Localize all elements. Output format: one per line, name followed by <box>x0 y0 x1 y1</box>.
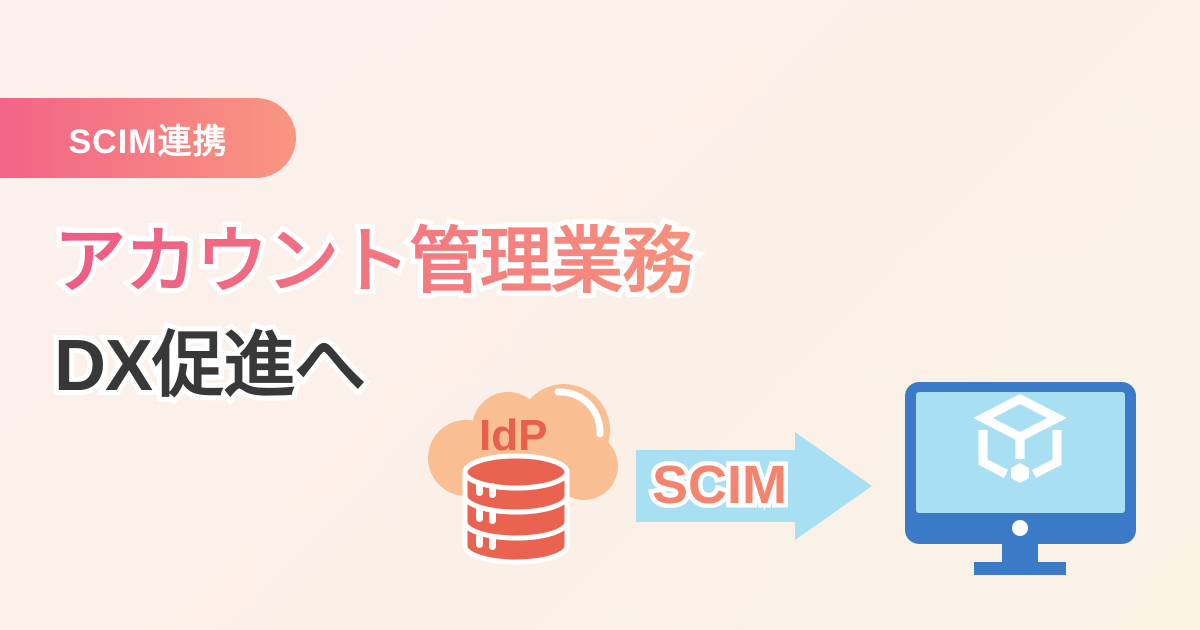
monitor-base <box>974 562 1066 575</box>
arrow-right-icon <box>636 432 872 540</box>
headline-line2-text: DX促進へ <box>54 326 366 406</box>
monitor-stand <box>1002 544 1038 566</box>
cube-icon <box>973 393 1067 478</box>
scim-arrow-label-outline: SCIM <box>648 454 792 517</box>
scim-badge-label: SCIM連携 <box>68 122 228 161</box>
scim-arrow-label: SCIM SCIM <box>648 454 792 517</box>
headline-line1-outline: アカウント管理業務 <box>49 221 699 303</box>
scim-arrow-label-text: SCIM <box>652 455 787 515</box>
monitor-icon <box>905 382 1136 575</box>
idp-label: IdP <box>479 411 548 460</box>
database-icon <box>462 453 570 565</box>
monitor-camera-dot <box>1012 520 1028 536</box>
headline-line1: アカウント管理業務 アカウント管理業務 <box>49 221 699 303</box>
scim-badge: SCIM連携 <box>0 98 296 178</box>
headline-line1-text: アカウント管理業務 <box>54 222 694 302</box>
cloud-highlight-arc <box>554 388 604 438</box>
headline-line2: DX促進へ DX促進へ <box>49 325 371 407</box>
headline-line2-outline: DX促進へ <box>49 325 371 407</box>
cube-icon-dot <box>1011 463 1029 483</box>
